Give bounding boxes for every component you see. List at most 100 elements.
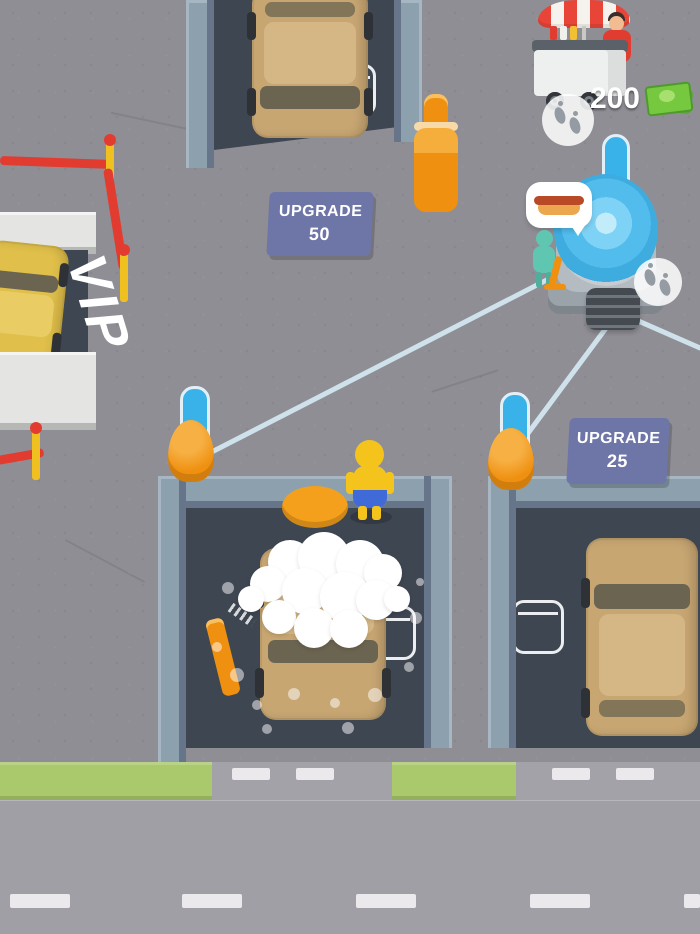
hotdog-icon	[534, 192, 584, 218]
grass-strip	[392, 762, 516, 800]
middle-bay-wall-right	[424, 476, 452, 748]
hotdog-sausage	[534, 196, 584, 205]
soap-bubble	[342, 722, 354, 734]
milestone-bottle[interactable]	[414, 94, 458, 212]
customer-squeegee-bar	[544, 284, 566, 290]
foam-bubble	[238, 586, 264, 612]
car-rear-window	[265, 2, 355, 17]
customer-character	[530, 230, 566, 296]
car-wheel	[255, 668, 264, 698]
footprint-toe	[648, 263, 653, 268]
vendor-head	[609, 16, 624, 31]
action-pad[interactable]	[282, 486, 348, 528]
car-roof	[0, 289, 55, 339]
car-wheel	[247, 88, 256, 116]
footprints-badge	[634, 258, 682, 306]
upgrade-50-label: UPGRADE	[278, 202, 363, 220]
cart-bottle	[560, 26, 567, 40]
soap-bubble	[262, 724, 272, 734]
car-top-bay	[247, 0, 373, 138]
right-bay-wall-left	[488, 476, 516, 748]
road-lane-dash	[684, 894, 700, 908]
footprint-toe	[558, 101, 563, 106]
soap-bubble	[416, 578, 424, 586]
player-leg	[358, 506, 367, 520]
car-wheel	[581, 688, 590, 718]
road-lane-dash	[182, 894, 242, 908]
soap-bubble	[222, 582, 234, 594]
foam-bubble	[384, 586, 410, 612]
customer-leg	[536, 272, 542, 288]
upgrade-25-label: UPGRADE	[576, 429, 661, 447]
soap-bubble	[212, 642, 222, 652]
vip-stanchion-cap	[118, 244, 130, 256]
road	[0, 800, 700, 934]
customer-body	[533, 246, 555, 273]
hose-reel[interactable]	[586, 288, 640, 330]
player-arm	[385, 472, 394, 494]
player-head	[355, 440, 384, 469]
driveway-marking	[616, 768, 654, 780]
cart-counter-top	[532, 40, 628, 52]
soap-bubble	[252, 700, 262, 710]
speech-bubble	[526, 182, 592, 236]
vip-wall-bottom	[0, 352, 96, 430]
foam-bubble	[262, 600, 296, 634]
cart-body	[534, 50, 626, 96]
cash-bill-icon	[644, 81, 696, 118]
player-overalls	[353, 490, 387, 508]
parking-spot-icon	[512, 600, 564, 654]
car-wheel	[364, 88, 373, 116]
car-wheel	[382, 668, 391, 698]
road-lane-dash	[356, 894, 416, 908]
car-wheel	[364, 12, 373, 40]
foam-bubble	[294, 608, 334, 648]
vip-stanchion-post	[106, 142, 114, 192]
car-windshield	[0, 269, 59, 294]
car-wheel	[247, 12, 256, 40]
player-arm	[346, 472, 355, 494]
vip-stanchion-cap	[104, 134, 116, 146]
speech-bubble-tail	[570, 224, 586, 236]
driveway-marking	[552, 768, 590, 780]
soap-bubble	[404, 662, 414, 672]
upgrade-25-cost: 25	[606, 450, 629, 471]
car-rear-window	[599, 700, 685, 717]
food-cart[interactable]	[524, 0, 656, 118]
top-bay-wall-left	[186, 0, 214, 168]
driveway-marking	[232, 768, 270, 780]
footprint-mark	[657, 277, 673, 298]
footprint-toe	[663, 273, 668, 278]
top-bay-wall-right	[394, 0, 422, 142]
soap-bubble	[368, 688, 382, 702]
middle-bay-wall-left	[158, 476, 186, 762]
soap-bubble	[288, 688, 300, 700]
footprints-badge	[542, 94, 594, 146]
car-roof	[599, 614, 685, 696]
car-wheel	[581, 578, 590, 608]
footprint-mark	[567, 115, 583, 136]
footprint-mark	[642, 267, 658, 288]
driveway	[516, 762, 700, 800]
player-leg	[372, 506, 381, 520]
money-counter: 200	[589, 82, 640, 115]
player-character[interactable]	[344, 440, 396, 522]
road-lane-dash	[10, 894, 70, 908]
car-windshield	[594, 584, 690, 609]
bottle-body	[414, 128, 458, 212]
car-right-bay	[581, 538, 698, 736]
gate-bollard[interactable]	[168, 420, 214, 482]
upgrade-50-button[interactable]: UPGRADE 50	[266, 192, 374, 256]
grass-strip	[0, 762, 212, 800]
gate-bollard[interactable]	[488, 428, 534, 490]
car-roof	[264, 22, 356, 84]
driveway-marking	[296, 768, 334, 780]
soap-bubble	[410, 612, 422, 624]
foam-bubble	[330, 610, 368, 648]
upgrade-50-cost: 50	[308, 223, 331, 244]
vip-stanchion-cap	[30, 422, 42, 434]
soap-bubble	[230, 668, 244, 682]
upgrade-25-button[interactable]: UPGRADE 25	[566, 418, 670, 484]
soap-bubble	[330, 698, 340, 708]
